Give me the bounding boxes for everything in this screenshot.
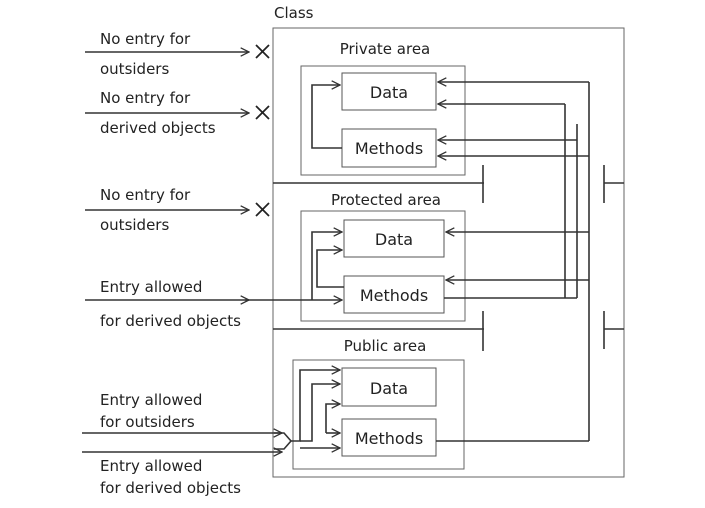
private-methods-label: Methods xyxy=(355,139,423,158)
protected-methods-box xyxy=(343,275,445,314)
protected-data-box xyxy=(343,219,445,258)
protected-data-label: Data xyxy=(375,230,413,249)
label-1-line2: outsiders xyxy=(100,60,169,78)
class-title: Class xyxy=(274,4,314,22)
label-2-line2: derived objects xyxy=(100,119,216,137)
public-area-title: Public area xyxy=(344,337,427,355)
private-data-label: Data xyxy=(370,83,408,102)
label-1-line1: No entry for xyxy=(100,30,191,48)
label-5-line1: Entry allowed xyxy=(100,391,202,409)
protected-methods-loop xyxy=(316,250,344,288)
private-area-frame xyxy=(300,65,466,176)
public-bus-to-data xyxy=(291,370,340,442)
public-methods-box xyxy=(341,418,437,457)
public-methods-to-data xyxy=(325,404,340,433)
label-4-line2: for derived objects xyxy=(100,312,241,330)
label-6-line1: Entry allowed xyxy=(100,457,202,475)
x-mark-1 xyxy=(255,44,270,59)
protected-methods-label: Methods xyxy=(360,286,428,305)
label-6-line2: for derived objects xyxy=(100,479,241,497)
class-frame xyxy=(272,27,625,478)
x-mark-3 xyxy=(255,202,270,217)
label-4-line1: Entry allowed xyxy=(100,278,202,296)
public-methods-label: Methods xyxy=(355,429,423,448)
protected-area-title: Protected area xyxy=(331,191,441,209)
label-3-line2: outsiders xyxy=(100,216,169,234)
public-bus-to-data-2 xyxy=(300,384,340,442)
protected-methods-to-data-link xyxy=(311,232,342,300)
x-mark-2 xyxy=(255,105,270,120)
private-methods-to-data-loop xyxy=(311,85,342,149)
public-data-box xyxy=(341,367,437,407)
private-area-title: Private area xyxy=(340,40,431,58)
label-3-line1: No entry for xyxy=(100,186,191,204)
protected-area-frame xyxy=(300,210,466,322)
private-methods-box xyxy=(341,128,437,168)
public-entry-fork xyxy=(274,432,293,450)
private-data-box xyxy=(341,72,437,111)
public-data-label: Data xyxy=(370,379,408,398)
public-area-frame xyxy=(292,359,465,470)
label-2-line1: No entry for xyxy=(100,89,191,107)
label-5-line2: for outsiders xyxy=(100,413,195,431)
